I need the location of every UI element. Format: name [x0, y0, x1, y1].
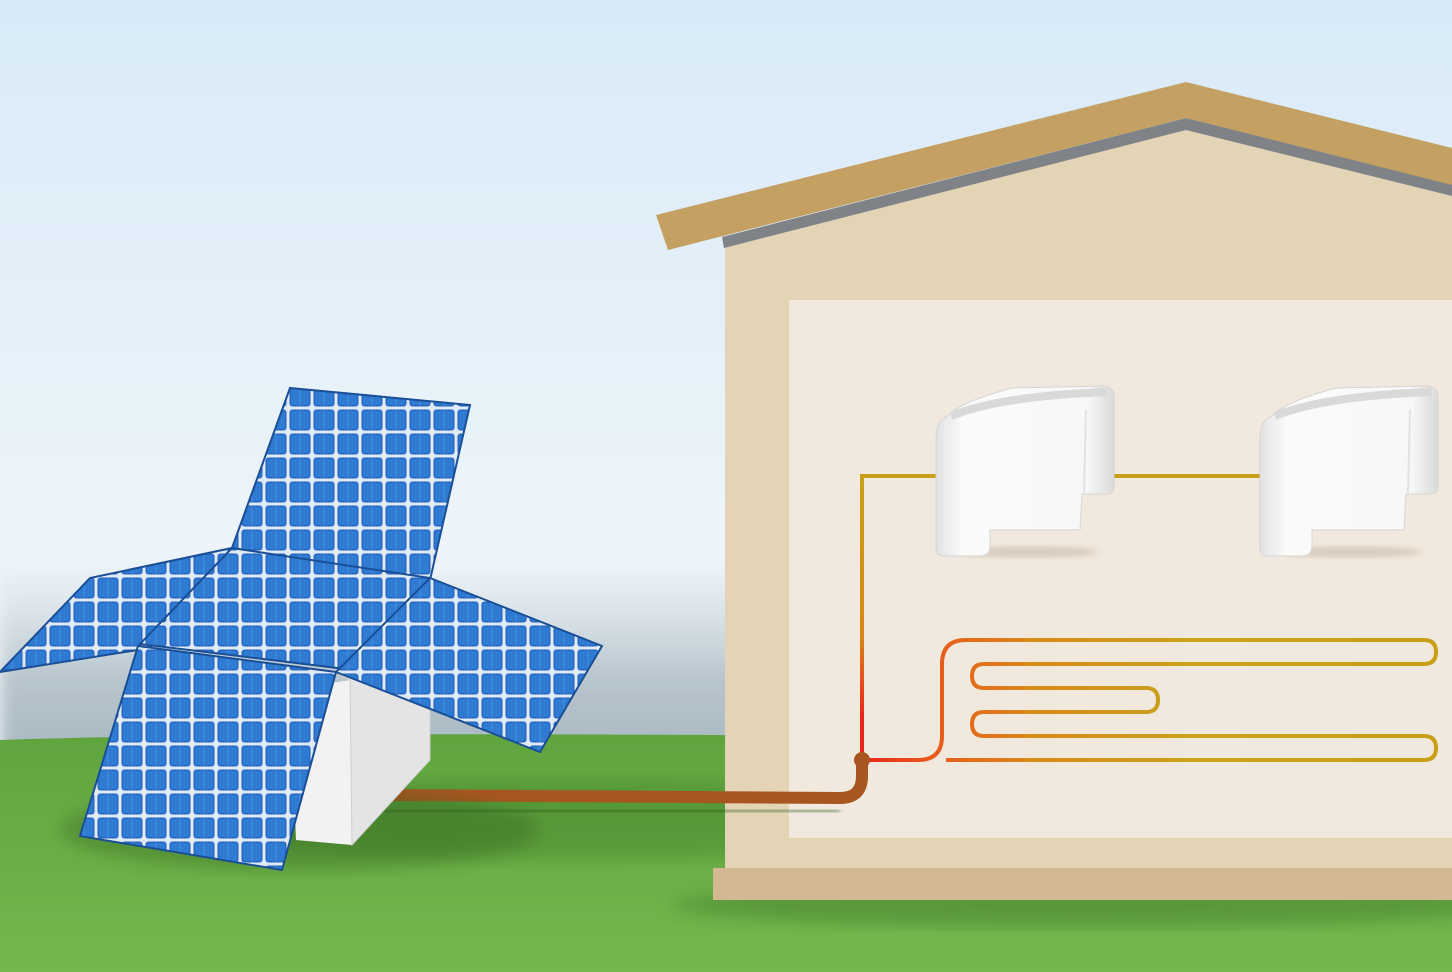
- solar-array: [0, 386, 604, 872]
- pipe-junction: [854, 752, 870, 768]
- fan-coil-unit-1: [935, 385, 1115, 558]
- fan-coil-body: [935, 385, 1115, 557]
- house-interior: [789, 300, 1452, 838]
- house: [656, 82, 1452, 927]
- fan-coil-grille: [950, 388, 1108, 420]
- supply-pipe-line: [374, 754, 868, 805]
- fan-coil-body: [1259, 385, 1439, 557]
- fan-coil-circuit: [860, 474, 1262, 760]
- roof: [656, 82, 1452, 250]
- fan-coil-shadow: [1282, 546, 1422, 558]
- fan-coil-unit-2: [1259, 385, 1439, 558]
- fan-coil-grille: [1274, 388, 1432, 420]
- heating-coil-icon: [862, 638, 1438, 762]
- solar-panel-right: [334, 576, 604, 754]
- fan-coil-crease: [1407, 409, 1411, 495]
- underfloor-heating: [854, 638, 1438, 768]
- house-base: [713, 868, 1452, 900]
- roof-underside: [722, 118, 1452, 248]
- fan-coil-shadow: [958, 546, 1098, 558]
- fan-coil-crease: [1083, 409, 1087, 495]
- solar-panel-front: [78, 644, 338, 872]
- riser-pipe: [860, 474, 940, 760]
